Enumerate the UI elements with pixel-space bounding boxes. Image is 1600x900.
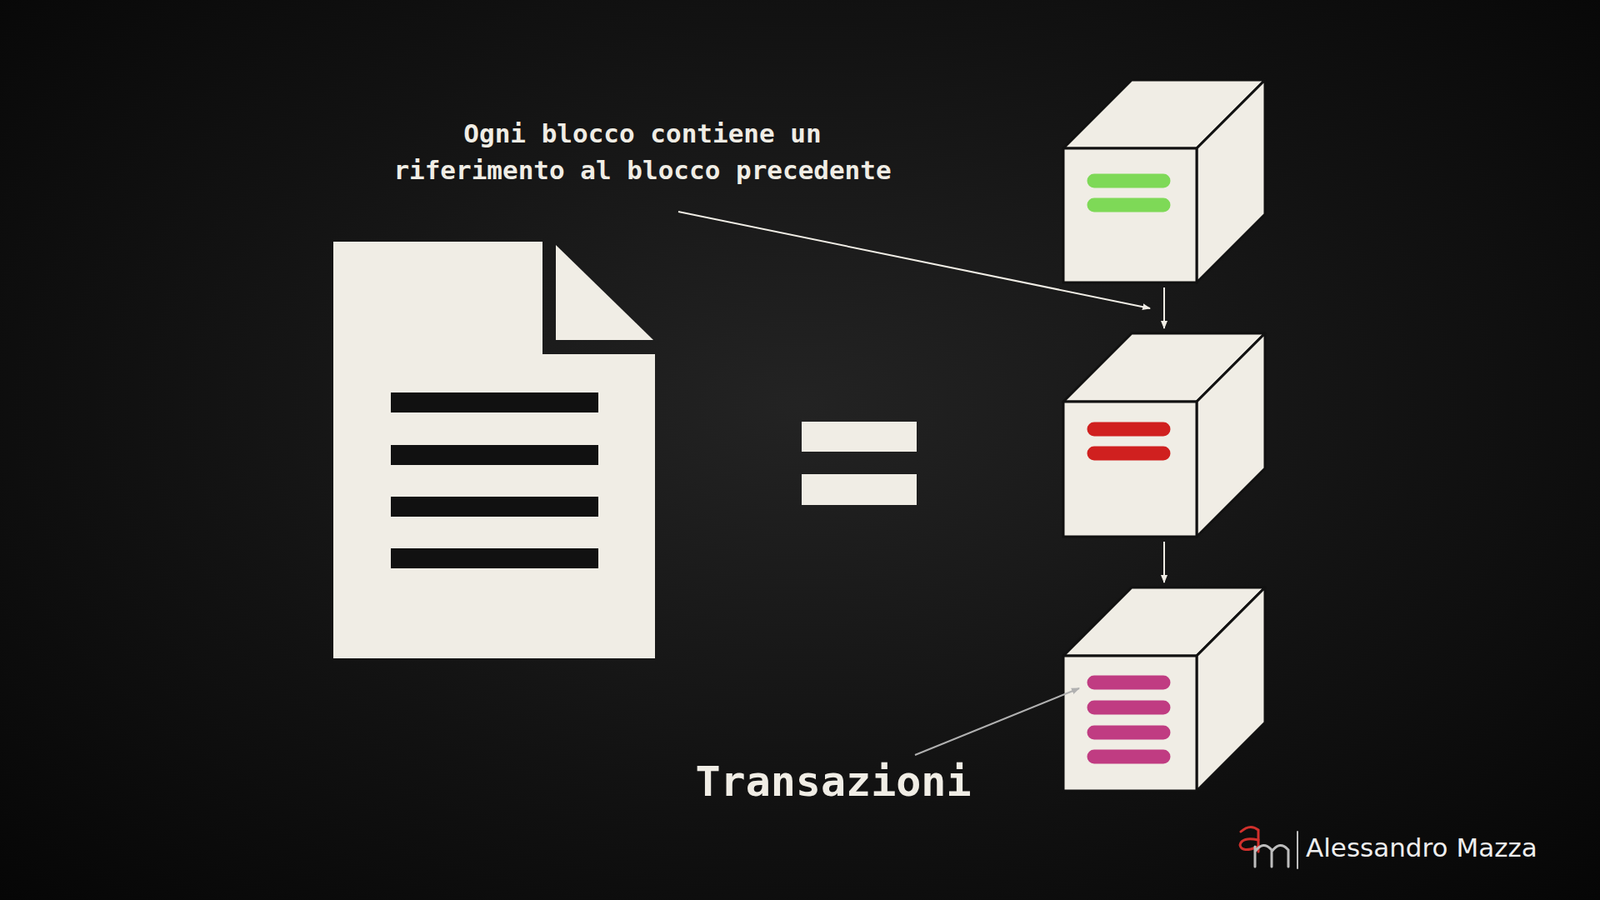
- transaction-bars: [1094, 180, 1164, 205]
- block-cube: [1063, 587, 1265, 791]
- equals-sign: [801, 421, 917, 505]
- watermark: Alessandro Mazza: [1305, 830, 1538, 865]
- callout-label: Transazioni: [683, 756, 984, 807]
- block-cube: [1063, 80, 1265, 283]
- chain-arrow: [1163, 287, 1165, 329]
- block-cube: [1063, 333, 1265, 537]
- transaction-bars: [1094, 429, 1164, 454]
- leader-line: [915, 688, 1080, 755]
- logo-mark: [1240, 826, 1298, 869]
- transaction-bars: [1094, 682, 1164, 757]
- document-icon: [333, 241, 655, 659]
- chain-arrow: [1163, 541, 1165, 583]
- callout-note: Ogni blocco contiene un riferimento al b…: [384, 115, 901, 189]
- leader-line: [678, 211, 1150, 309]
